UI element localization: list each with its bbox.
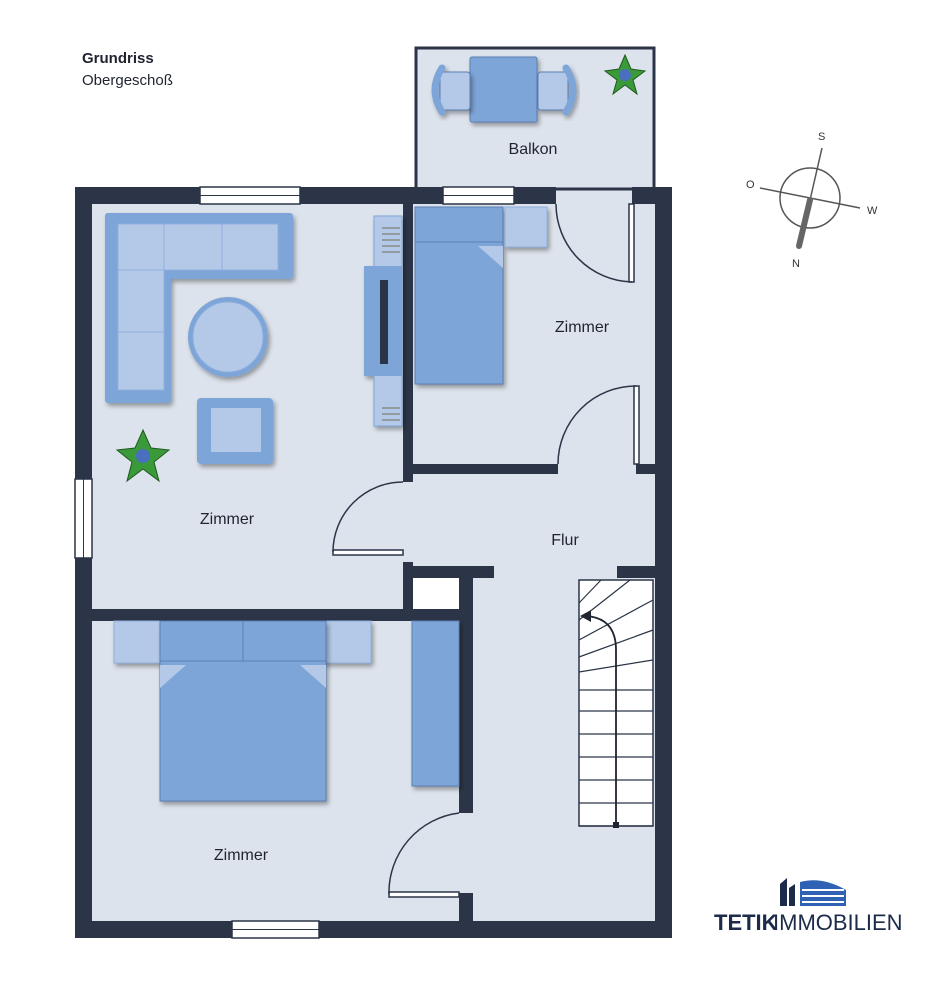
windows	[74, 186, 515, 939]
wardrobe	[411, 620, 460, 787]
balcony-table	[469, 56, 538, 123]
brand-name-bold: TETIK	[714, 910, 778, 935]
compass-south: S	[818, 131, 825, 143]
coffee-table	[188, 297, 268, 377]
staircase	[578, 579, 654, 828]
corner-sofa	[105, 213, 293, 403]
plan-subtitle: Obergeschoß	[82, 72, 173, 89]
balcony-chair-left	[431, 64, 471, 116]
compass-rose: S W O N	[746, 131, 878, 270]
compass-east: O	[746, 179, 755, 191]
tv-sideboard	[364, 215, 403, 427]
door-balcony	[555, 203, 635, 283]
room-label-balcony: Balkon	[509, 141, 558, 158]
room-label-bedroom: Zimmer	[214, 847, 269, 864]
door-bedroom	[388, 812, 460, 898]
compass-north: N	[792, 258, 800, 270]
balcony-chair-right	[537, 64, 577, 116]
single-bed	[414, 206, 504, 385]
exterior-walls	[75, 187, 672, 938]
logo-icon	[780, 878, 846, 906]
room-label-hallway: Flur	[551, 532, 579, 549]
compass-west: W	[867, 205, 878, 217]
brand-logo: TETIK IMMOBILIEN	[714, 878, 903, 935]
balcony-furniture	[431, 53, 647, 123]
bedside-table-left	[113, 620, 163, 664]
brand-name-light: IMMOBILIEN	[773, 910, 903, 935]
plan-title: Grundriss	[82, 50, 154, 67]
door-room-top-right	[557, 385, 640, 465]
plant-balcony	[603, 53, 647, 96]
armchair	[197, 398, 273, 464]
room-top-right-furniture	[414, 206, 548, 385]
bedside-table-right	[322, 620, 372, 664]
bedroom-furniture	[113, 620, 460, 802]
door-living-room	[332, 481, 404, 556]
nightstand	[504, 206, 548, 248]
living-room-furniture	[105, 213, 403, 483]
room-label-top-right: Zimmer	[555, 319, 610, 336]
double-bed	[159, 620, 327, 802]
doors	[332, 203, 640, 898]
room-label-living-room: Zimmer	[200, 511, 255, 528]
interior-walls	[92, 204, 655, 921]
storage-closet	[413, 578, 459, 609]
plant-living-room	[115, 428, 171, 483]
